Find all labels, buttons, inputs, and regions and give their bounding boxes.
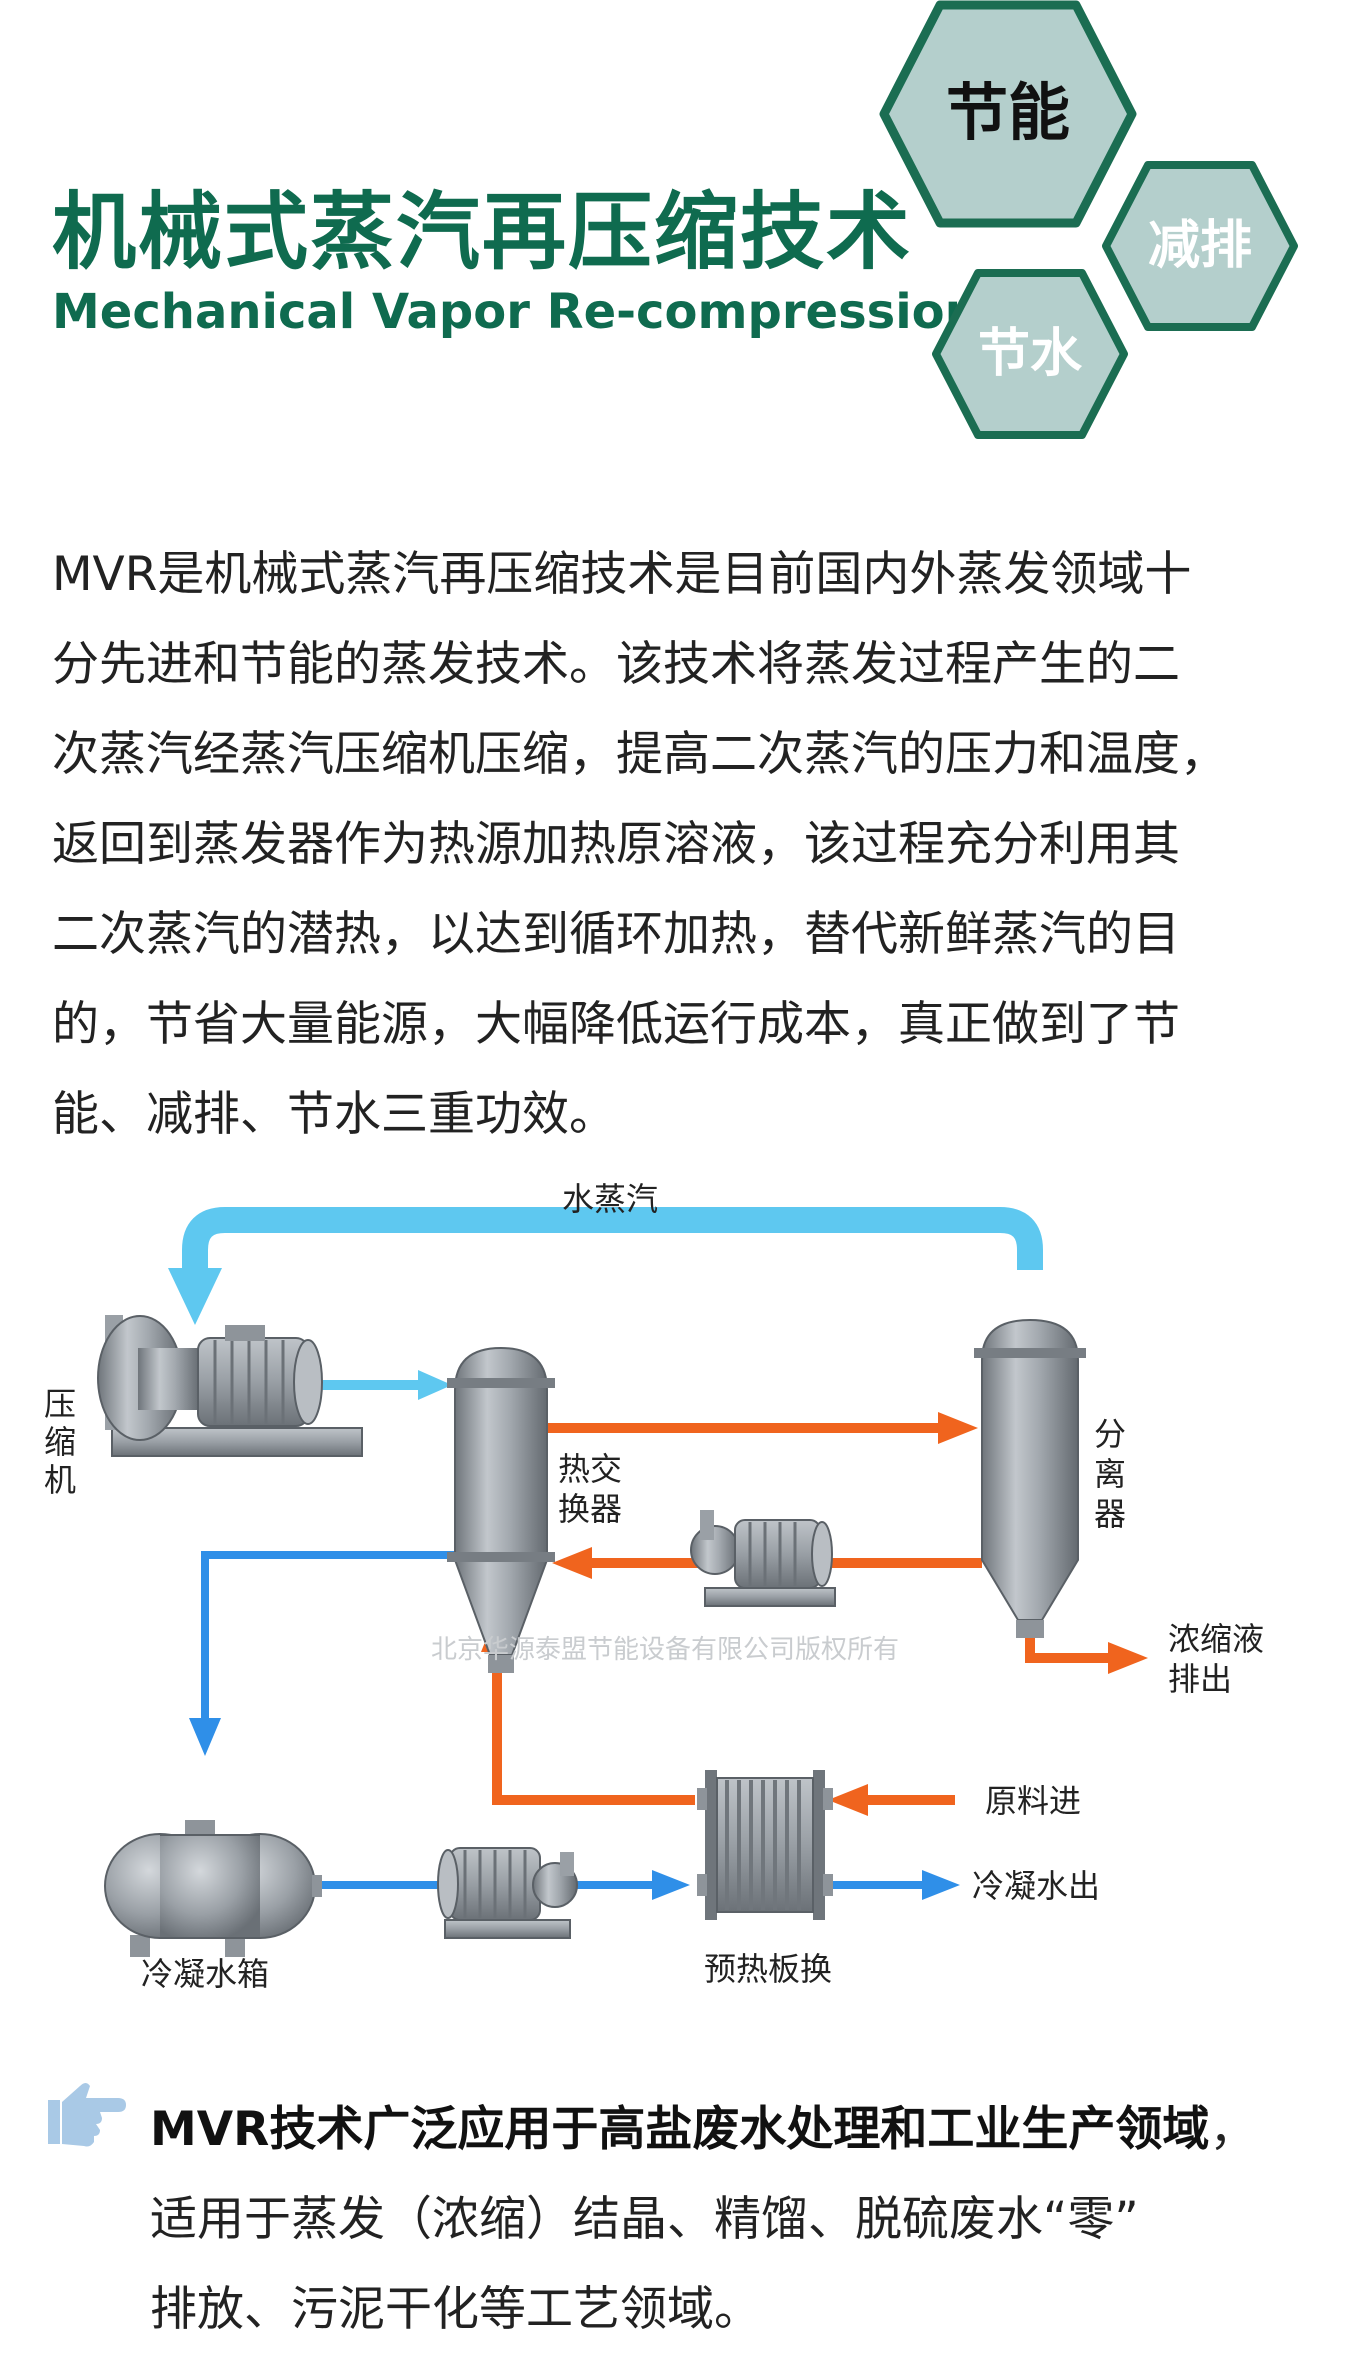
badge-label: 减排 — [1147, 216, 1252, 276]
separator-label: 器 — [1094, 1495, 1126, 1533]
separator-label: 离 — [1094, 1455, 1126, 1493]
intro-paragraph: MVR是机械式蒸汽再压缩技术是目前国内外蒸发领域十 分先进和节能的蒸发技术。该技… — [52, 530, 1302, 1160]
intro-line: 的，节省大量能源，大幅降低运行成本，真正做到了节 — [52, 997, 1180, 1052]
pointing-hand-icon — [48, 2083, 126, 2147]
applications-line-3: 排放、污泥干化等工艺领域。 — [150, 2282, 761, 2337]
badge-water-saving: 节水 — [930, 268, 1130, 440]
applications-line-1: MVR技术广泛应用于高盐废水处理和工业生产领域， — [150, 2085, 1330, 2175]
compressor-label: 压 — [44, 1385, 76, 1423]
heat-exchanger-vessel — [447, 1346, 555, 1673]
watermark: 北京华源泰盟节能设备有限公司版权所有 — [431, 1635, 899, 1665]
concentrate-label: 浓缩液 — [1168, 1620, 1264, 1658]
intro-line: 能、减排、节水三重功效。 — [52, 1087, 616, 1142]
condensate-pump — [437, 1847, 578, 1939]
recirculation-arrow — [552, 1547, 592, 1579]
applications-line-2: 适用于蒸发（浓缩）结晶、精馏、脱硫废水“零” — [150, 2192, 1139, 2247]
badge-label: 节水 — [977, 324, 1082, 384]
badge-energy-saving: 节能 — [878, 0, 1138, 228]
badge-label: 节能 — [945, 76, 1070, 149]
heat-exchanger-label: 热交 — [558, 1450, 622, 1488]
feed-line — [492, 1650, 695, 1805]
intro-line: 二次蒸汽的潜热，以达到循环加热，替代新鲜蒸汽的目 — [52, 907, 1180, 962]
condensate-down-arrow — [189, 1718, 221, 1756]
heat-exchanger-label: 换器 — [558, 1490, 622, 1528]
condensate-out-label: 冷凝水出 — [972, 1867, 1100, 1905]
condensate-tank-label: 冷凝水箱 — [141, 1955, 269, 1993]
vapor-arrow-head — [168, 1268, 222, 1325]
compressor-outlet-arrow — [418, 1370, 452, 1400]
compressor-label: 机 — [44, 1461, 76, 1499]
exchanger-to-separator-arrow — [938, 1412, 978, 1444]
applications-section: MVR技术广泛应用于高盐废水处理和工业生产领域， 适用于蒸发（浓缩）结晶、精馏、… — [150, 2085, 1330, 2355]
intro-line: 返回到蒸发器作为热源加热原溶液，该过程充分利用其 — [52, 817, 1180, 872]
compressor-equipment — [97, 1315, 363, 1457]
pump-outlet-arrow — [652, 1870, 690, 1900]
compressor-label: 缩 — [44, 1423, 76, 1461]
preheat-plate-label: 预热板换 — [704, 1950, 832, 1988]
intro-line: 分先进和节能的蒸发技术。该技术将蒸发过程产生的二 — [52, 637, 1180, 692]
page-subtitle-en: Mechanical Vapor Re-compression — [52, 284, 979, 340]
feed-label: 原料进 — [985, 1782, 1081, 1820]
separator-label: 分 — [1094, 1415, 1126, 1453]
applications-headline-tail: ， — [1209, 2102, 1257, 2157]
condensate-line — [201, 1551, 455, 1720]
circulation-pump — [690, 1510, 836, 1607]
concentrate-line — [1025, 1635, 1110, 1663]
page-title: 机械式蒸汽再压缩技术 — [52, 183, 913, 281]
condensate-out-arrow — [922, 1870, 960, 1900]
badge-emission-reduction: 减排 — [1100, 160, 1300, 332]
applications-headline: MVR技术广泛应用于高盐废水处理和工业生产领域 — [150, 2102, 1210, 2157]
mvr-process-diagram: 水蒸汽 压 缩 机 — [44, 1180, 1264, 1993]
concentrate-arrow — [1108, 1642, 1148, 1674]
feed-in-arrow — [828, 1784, 868, 1816]
separator-vessel — [974, 1318, 1086, 1638]
intro-line: MVR是机械式蒸汽再压缩技术是目前国内外蒸发领域十 — [52, 547, 1192, 602]
vapor-label: 水蒸汽 — [562, 1180, 658, 1218]
concentrate-label: 排出 — [1168, 1660, 1232, 1698]
preheat-plate-exchanger — [697, 1770, 833, 1920]
condensate-tank — [104, 1820, 322, 1957]
vapor-line — [182, 1207, 1043, 1270]
intro-line: 次蒸汽经蒸汽压缩机压缩，提高二次蒸汽的压力和温度， — [52, 727, 1227, 782]
